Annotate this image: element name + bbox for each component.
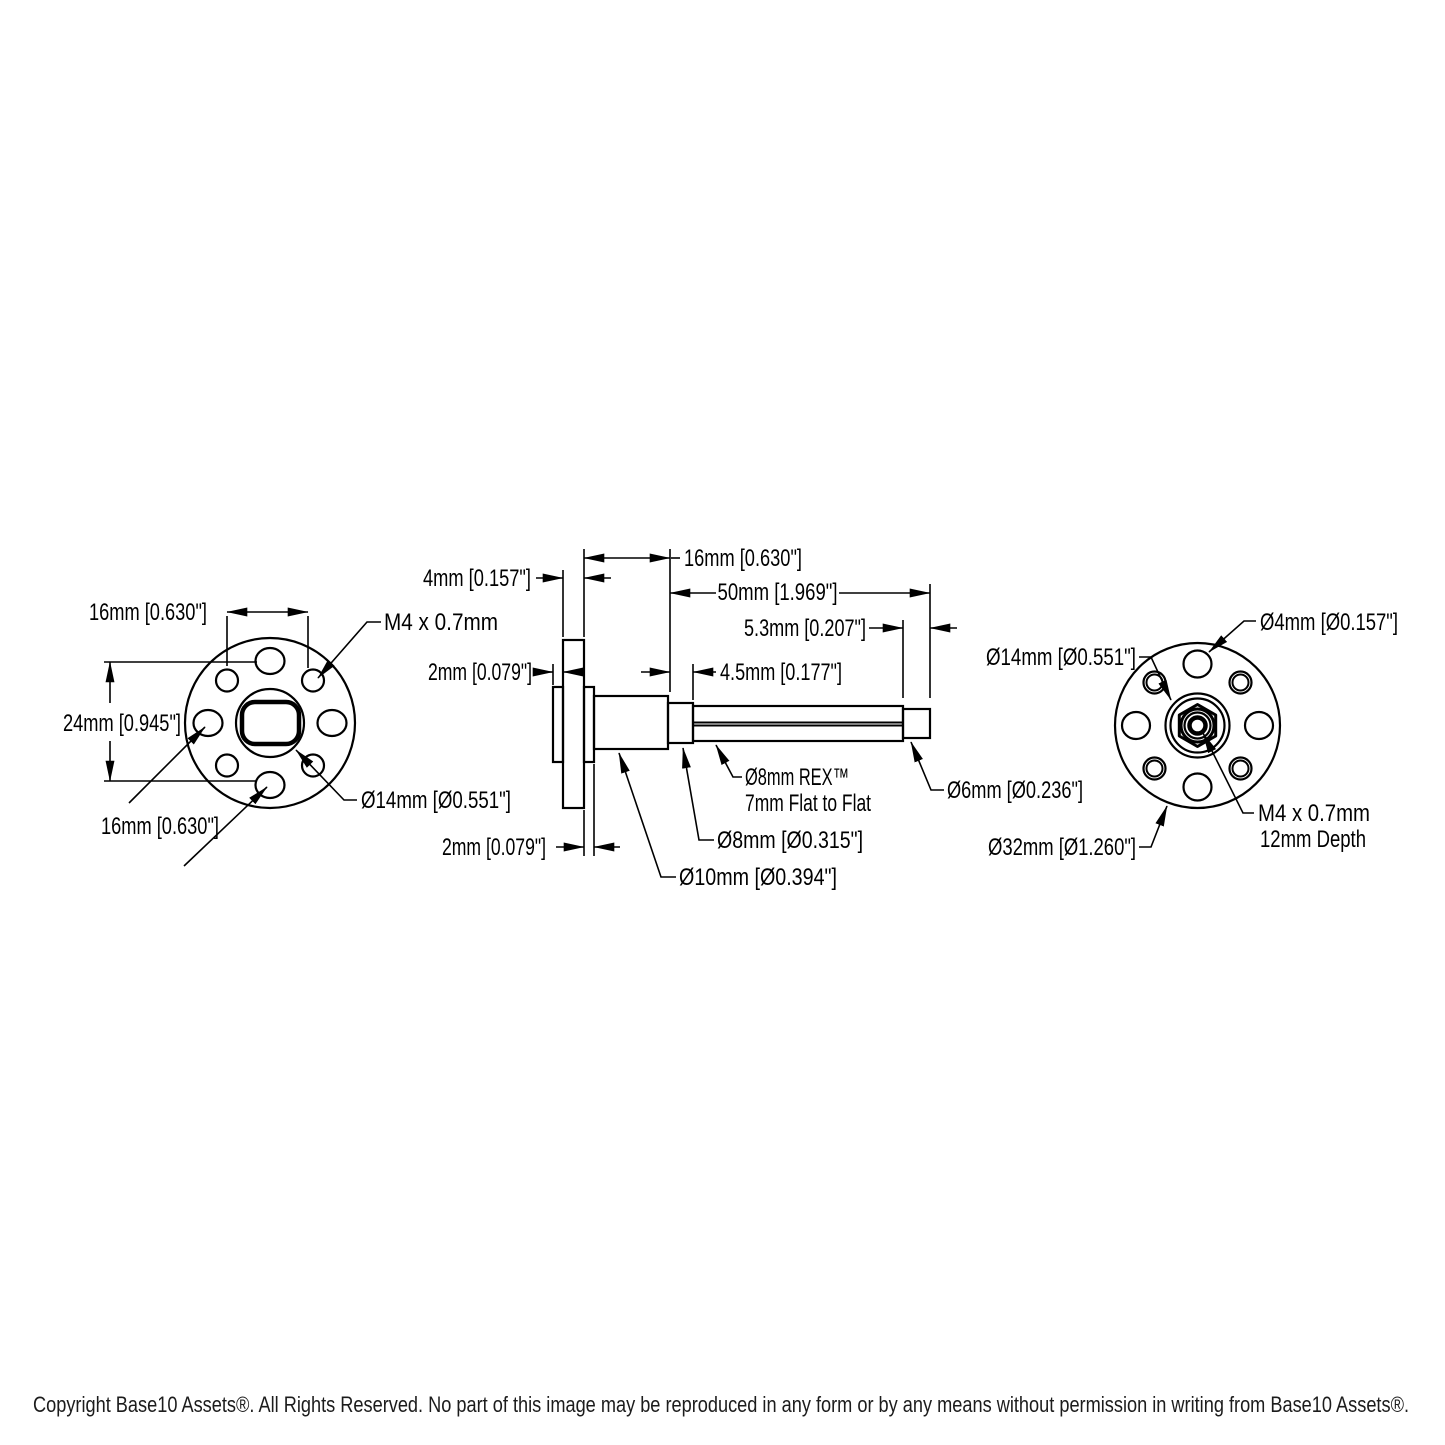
m4-tapped-hole xyxy=(1187,715,1208,736)
boss-front xyxy=(551,685,565,764)
dim-tip-length: 5.3mm [0.207"] xyxy=(744,615,866,642)
dim-hub-length: 16mm [0.630"] xyxy=(684,545,802,572)
copyright-notice: Copyright Base10 Assets®. All Rights Res… xyxy=(33,1392,1409,1417)
rex-bore xyxy=(239,699,302,747)
dim-left-hole-spacing-top: 16mm [0.630"] xyxy=(89,599,207,626)
label-round-diameter: Ø8mm [Ø0.315"] xyxy=(717,827,863,854)
label-left-m4-thread: M4 x 0.7mm xyxy=(384,609,498,636)
label-hub-diameter: Ø10mm [Ø0.394"] xyxy=(679,864,837,891)
hub-section xyxy=(592,694,670,751)
rex-profile-end xyxy=(1177,703,1218,748)
left-view-front-face: 16mm [0.630"] M4 x 0.7mm 24mm [0.945"] Ø… xyxy=(63,599,511,867)
dim-back-boss-thickness: 2mm [0.079"] xyxy=(442,834,546,861)
hub-boss-circle xyxy=(234,687,306,759)
right-view-back-face: Ø4mm [Ø0.157"] Ø14mm [Ø0.551"] Ø32mm [Ø1… xyxy=(986,609,1398,861)
dim-round-section-length: 4.5mm [0.177"] xyxy=(720,659,842,686)
label-end-tap-depth: 12mm Depth xyxy=(1260,826,1366,853)
label-tip-diameter: Ø6mm [Ø0.236"] xyxy=(947,777,1083,804)
threaded-holes xyxy=(1142,670,1253,781)
round-section xyxy=(666,701,695,745)
flange-outline-back xyxy=(1113,641,1282,810)
dim-left-24mm-vertical: 24mm [0.945"] xyxy=(63,710,181,737)
boss-back xyxy=(582,685,596,764)
dim-shaft-length: 50mm [1.969"] xyxy=(718,579,838,606)
label-rex-shaft-line1: Ø8mm REX™ xyxy=(745,764,849,791)
label-end-tap-thread: M4 x 0.7mm xyxy=(1258,800,1370,827)
label-flange-diameter: Ø32mm [Ø1.260"] xyxy=(988,834,1136,861)
label-back-hub-diameter: Ø14mm [Ø0.551"] xyxy=(986,644,1136,671)
shaft-end-detail xyxy=(1164,692,1231,759)
dim-flange-thickness: 4mm [0.157"] xyxy=(423,565,531,592)
flange-outline xyxy=(183,636,357,810)
label-rex-shaft-line2: 7mm Flat to Flat xyxy=(745,790,871,817)
side-view-profile: 4mm [0.157"] 16mm [0.630"] 50mm [1.969"]… xyxy=(423,545,1083,891)
label-clearance-hole-diameter: Ø4mm [Ø0.157"] xyxy=(1260,609,1398,636)
dim-left-hole-spacing-bottom: 16mm [0.630"] xyxy=(101,813,219,840)
dim-front-boss-thickness: 2mm [0.079"] xyxy=(428,659,532,686)
label-left-hub-diameter: Ø14mm [Ø0.551"] xyxy=(361,787,511,814)
flange-plate xyxy=(561,638,586,810)
shaft-tip xyxy=(901,707,932,740)
